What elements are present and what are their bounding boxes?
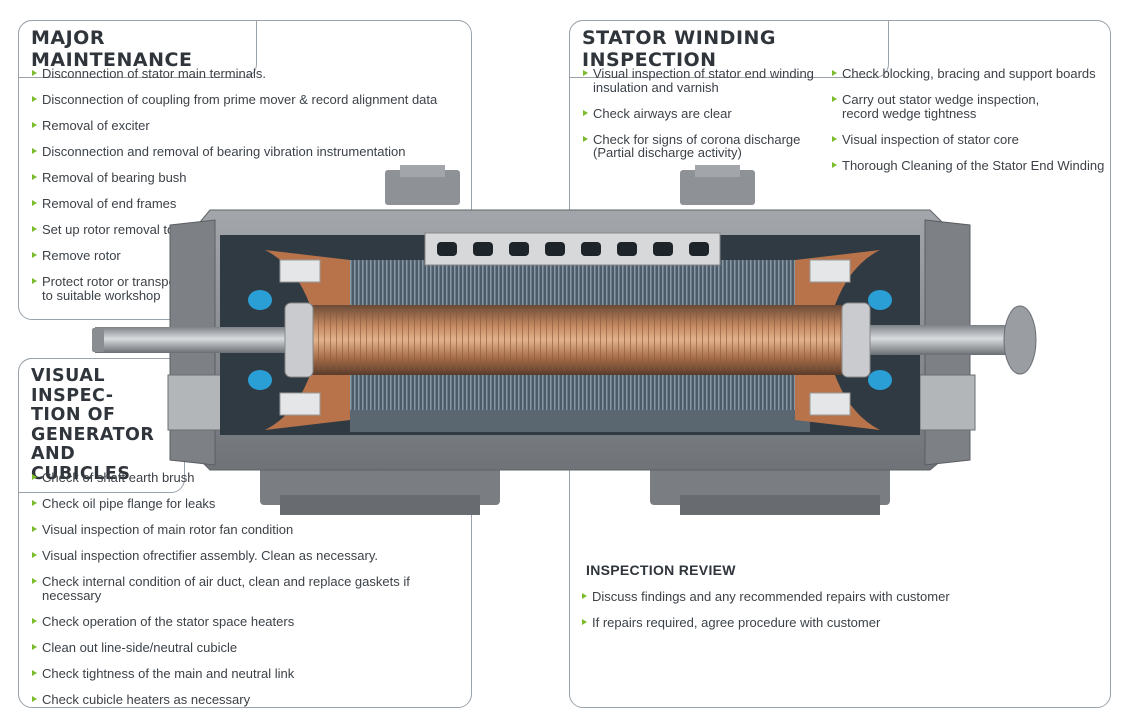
rotor-retaining-ring-right <box>841 302 871 378</box>
bullet-icon <box>832 161 837 168</box>
bullet-icon <box>32 96 37 102</box>
bullet-icon <box>32 226 37 232</box>
bullet-icon <box>32 70 37 76</box>
list-item: Check internal condition of air duct, cl… <box>32 575 468 602</box>
list-item: Visual inspection ofrectifier assembly. … <box>32 549 468 563</box>
bullet-icon <box>32 669 37 676</box>
title-line: TION OF <box>31 405 116 425</box>
list-item: Check cubicle heaters as necessary <box>32 692 468 707</box>
bullet-icon <box>32 122 37 128</box>
visual-inspection-title: VISUAL INSPEC- TION OF GENERATOR AND CUB… <box>18 358 185 493</box>
list-item: Disconnection of coupling from prime mov… <box>32 93 462 107</box>
shaft-left <box>95 327 285 353</box>
list-item: Visual inspection of main rotor fan cond… <box>32 523 468 537</box>
shaft-right <box>860 325 1020 355</box>
list-item: Carry out stator wedge inspection, recor… <box>832 93 1107 120</box>
major-maintenance-list: Disconnection of stator main terminals. … <box>32 67 462 302</box>
air-duct-openings <box>424 232 721 266</box>
terminal-boxes <box>385 165 755 205</box>
title-line: GENERATOR <box>31 424 155 445</box>
list-item: Check of shaft earth brush <box>32 471 468 485</box>
lower-cooling-ribs <box>350 410 810 432</box>
bullet-icon <box>32 500 37 506</box>
stator-list-col1: Visual inspection of stator end winding … <box>583 67 828 160</box>
bullet-icon <box>32 617 37 624</box>
bullet-icon <box>32 474 37 480</box>
bullet-icon <box>583 70 588 76</box>
bullet-icon <box>32 278 37 284</box>
end-windings <box>248 250 892 430</box>
bullet-icon <box>32 174 37 180</box>
list-item: Check operation of the stator space heat… <box>32 614 468 629</box>
list-item: Removal of exciter <box>32 119 462 133</box>
bullet-icon <box>582 619 587 625</box>
list-item: Disconnection of stator main terminals. <box>32 67 462 81</box>
list-item: Removal of end frames <box>32 197 462 211</box>
inspection-review-list: Discuss findings and any recommended rep… <box>582 590 1102 630</box>
rotor-slots <box>305 310 850 370</box>
bullet-icon <box>832 96 837 102</box>
list-item: Check oil pipe flange for leaks <box>32 497 468 511</box>
visual-inspection-panel: VISUAL INSPEC- TION OF GENERATOR AND CUB… <box>18 358 472 708</box>
bullet-icon <box>32 252 37 258</box>
list-item: Check for signs of corona discharge (Par… <box>583 132 828 160</box>
stator-list-col2: Check blocking, bracing and support boar… <box>832 67 1107 172</box>
bullet-icon <box>32 578 37 584</box>
list-item: Disconnection and removal of bearing vib… <box>32 145 462 159</box>
visual-inspection-list: Check of shaft earth brush Check oil pip… <box>32 471 468 706</box>
list-item: Thorough Cleaning of the Stator End Wind… <box>832 158 1107 173</box>
bullet-icon <box>583 109 588 116</box>
list-item: Check tightness of the main and neutral … <box>32 666 468 681</box>
list-item: Discuss findings and any recommended rep… <box>582 590 1102 604</box>
list-item: Remove rotor <box>32 249 462 263</box>
bullet-icon <box>32 552 37 558</box>
bullet-icon <box>582 593 587 599</box>
stator-core-upper <box>345 260 815 305</box>
generator-cutaway-illustration <box>92 165 1037 515</box>
bullet-icon <box>32 526 37 532</box>
coupling-flange <box>1003 305 1037 375</box>
inspection-review-title: INSPECTION REVIEW <box>586 562 736 578</box>
bullet-icon <box>832 135 837 142</box>
bullet-icon <box>32 200 37 206</box>
list-item: Removal of bearing bush <box>32 171 462 185</box>
list-item: Visual inspection of stator core <box>832 132 1107 147</box>
stator-winding-title: STATOR WINDING INSPECTION <box>569 20 889 78</box>
list-item: Clean out line-side/neutral cubicle <box>32 640 468 655</box>
major-maintenance-title: MAJOR MAINTENANCE <box>18 20 257 78</box>
list-item: Check airways are clear <box>583 106 828 121</box>
bullet-icon <box>583 135 588 142</box>
bullet-icon <box>32 148 37 154</box>
bullet-icon <box>32 643 37 650</box>
list-item: Visual inspection of stator end winding … <box>583 67 828 94</box>
list-item: If repairs required, agree procedure wit… <box>582 616 1102 630</box>
bullet-icon <box>832 70 837 76</box>
stator-core-lower <box>345 370 815 415</box>
list-item: Check blocking, bracing and support boar… <box>832 67 1107 81</box>
title-line: VISUAL INSPEC- <box>31 366 114 406</box>
rotor-retaining-ring-left <box>284 302 314 378</box>
shaft-end <box>92 328 104 352</box>
title-line: AND CUBICLES <box>31 444 131 484</box>
bullet-icon <box>32 695 37 702</box>
